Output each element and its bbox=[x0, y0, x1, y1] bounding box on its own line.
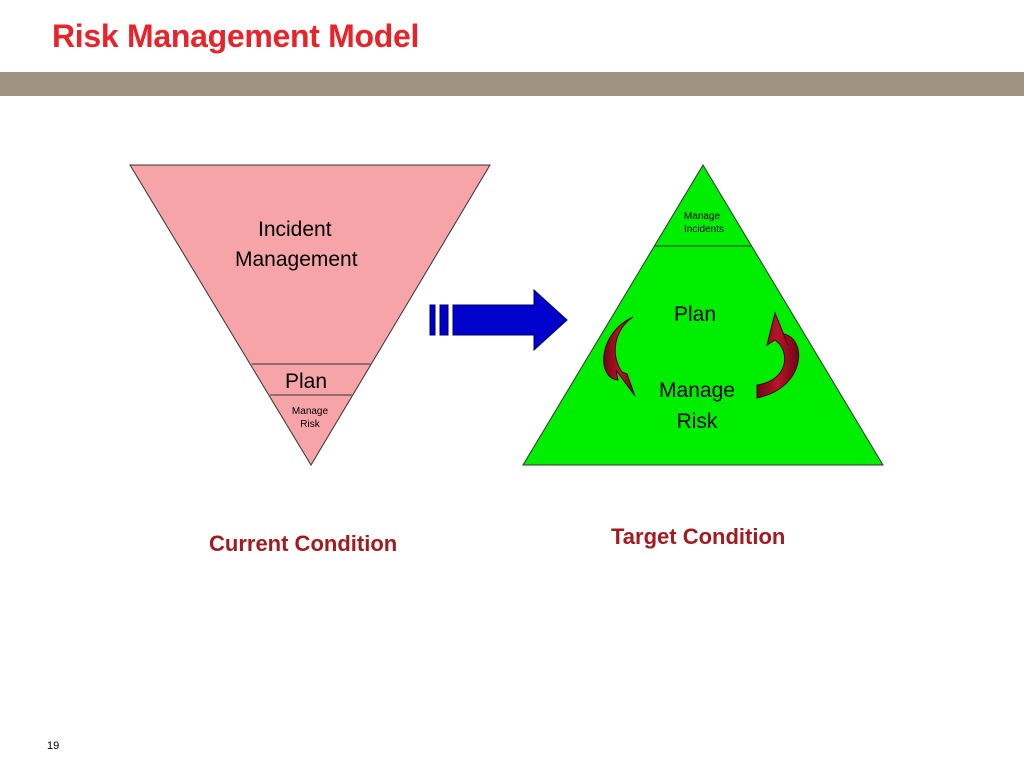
curved-arrow-down-icon bbox=[603, 316, 636, 397]
current-risk-label: Risk bbox=[300, 419, 320, 430]
arrow-body bbox=[452, 288, 568, 352]
current-plan-label: Plan bbox=[285, 370, 327, 393]
target-condition-caption: Target Condition bbox=[611, 524, 786, 549]
slide-title: Risk Management Model bbox=[52, 18, 420, 54]
current-manage-label: Manage bbox=[292, 406, 329, 417]
target-manage-risk-label: Manage bbox=[659, 379, 735, 402]
target-triangle-body bbox=[522, 164, 884, 466]
curved-arrow-up-icon bbox=[756, 311, 800, 399]
target-incidents-label: Incidents bbox=[684, 224, 724, 235]
title-divider-bar bbox=[0, 72, 1024, 96]
management-label: Management bbox=[235, 248, 358, 271]
incident-label: Incident bbox=[258, 218, 332, 241]
arrow-tail-bar-1 bbox=[429, 304, 436, 336]
page-number: 19 bbox=[47, 740, 60, 752]
arrow-tail-bar-2 bbox=[439, 304, 449, 336]
target-manage-label: Manage bbox=[684, 211, 721, 222]
current-condition-caption: Current Condition bbox=[209, 531, 398, 556]
current-condition-triangle: Incident Management Plan Manage Risk bbox=[129, 164, 491, 466]
target-plan-label: Plan bbox=[674, 303, 716, 326]
target-risk-label: Risk bbox=[677, 410, 718, 433]
target-condition-triangle: Manage Incidents Plan Manage Risk bbox=[522, 164, 884, 466]
right-arrow-icon bbox=[429, 288, 568, 352]
incident-management-section bbox=[129, 164, 491, 466]
